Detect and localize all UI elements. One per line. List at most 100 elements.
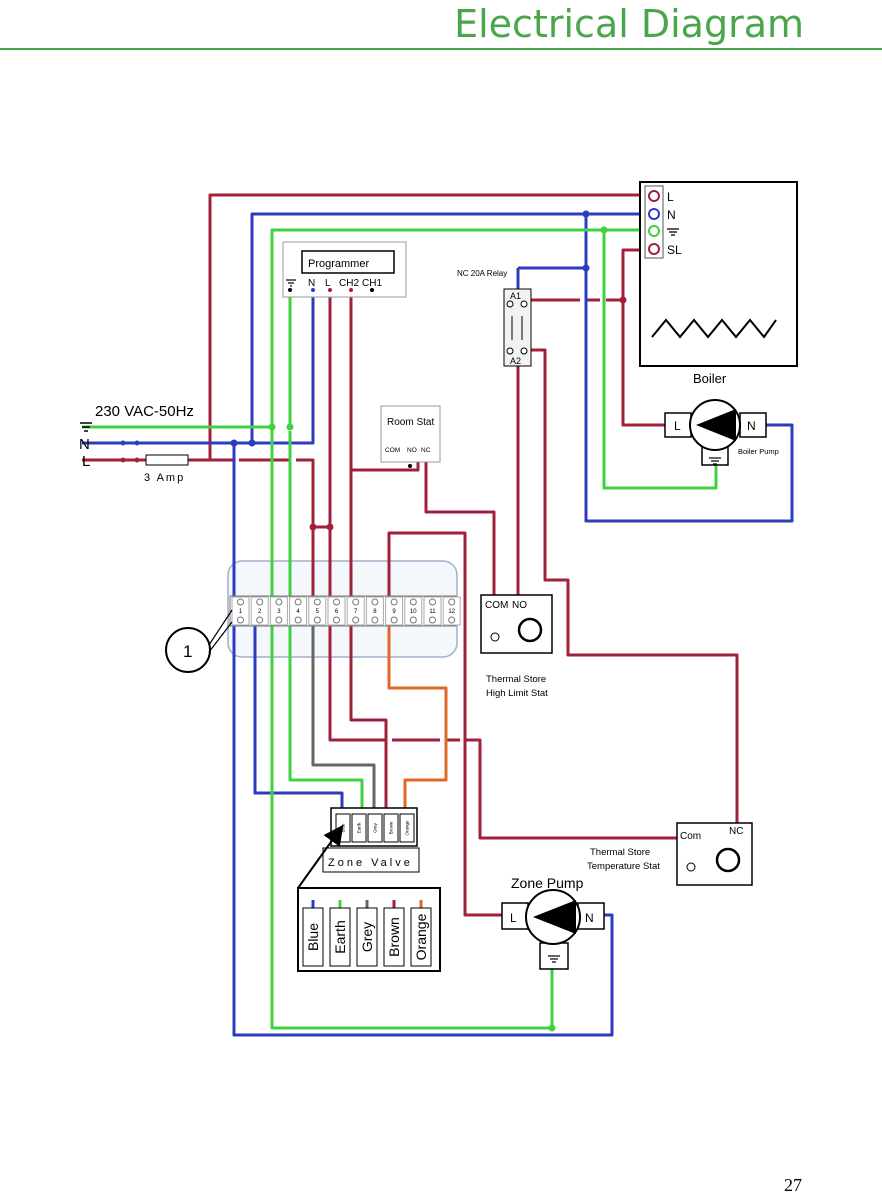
terminal-screw-icon [371,598,379,606]
terminal-screw-icon [371,616,379,624]
terminal-screw-icon [313,616,321,624]
boiler-pump-n: N [747,419,756,433]
boiler: L N SL [639,181,798,367]
terminal-cell [442,596,461,626]
boiler-terminal-n: N [667,208,676,222]
temperature-stat-com: Com [680,831,701,842]
wire-label: Orange [405,820,410,836]
terminal-cell [308,596,327,626]
bus-junctions [230,210,627,1032]
terminal-screw-icon [448,616,456,624]
wire-label: Orange [413,913,429,960]
supply-label: 230 VAC-50Hz [95,403,194,420]
terminal-screw-icon [294,616,302,624]
boiler-terminal-sl: SL [667,243,682,257]
wire-cell [356,907,378,967]
zone-pump: Zone Pump L N [501,875,605,970]
terminal-screw-icon [275,598,283,606]
high-limit-line2: High Limit Stat [486,688,548,699]
boiler-pump: L N Boiler Pump [664,399,779,466]
terminal-number: 8 [373,609,377,615]
orange-wire [387,610,448,823]
temperature-stat-nc: NC [729,826,743,837]
wire-label: Earth [332,920,348,953]
earth-symbol-icon [80,422,92,432]
high-limit-line1: Thermal Store [486,674,546,685]
terminal-number: 3 [277,609,281,615]
header-rule [0,48,882,50]
terminal-screw-icon [275,616,283,624]
terminal-number: 9 [392,609,396,615]
terminal-screw-icon [333,598,340,606]
wire-cell [383,813,399,843]
programmer-terminal-ch2: CH2 [339,278,359,289]
terminal-number: 10 [410,609,417,615]
terminal-cell [289,596,308,626]
page-number: 27 [784,1175,802,1195]
room-stat-title: Room Stat [387,417,434,428]
zone-pump-icon [533,900,576,934]
fuse-label: 3 Amp [144,472,185,484]
terminal-screw-icon [390,598,398,606]
relay: NC 20A Relay A1 A2 [457,269,532,367]
wire-cell [383,907,405,967]
zone-pump-n: N [585,911,594,925]
supply-section: 230 VAC-50Hz N L 3 Amp [79,403,194,484]
fuse [145,454,189,466]
wire-label: Brown [389,821,394,834]
terminal-screw-icon [256,598,264,606]
terminal-cell [250,596,269,626]
relay-label: NC 20A Relay [457,269,507,278]
terminal-screw-icon [429,616,436,624]
zone-valve-label: Zone Valve [328,857,413,869]
boiler-pump-label: Boiler Pump [738,447,779,456]
terminal-cell [346,596,365,626]
terminal-screw-icon [390,616,398,624]
room-stat-no: NO [407,447,417,454]
terminal-cell [404,596,423,626]
grey-wire [311,610,376,823]
terminal-number: 7 [354,609,358,615]
heating-element-icon [651,318,777,339]
terminal-screw-icon [409,598,417,606]
wire-label: Blue [341,823,346,833]
programmer-title: Programmer [308,258,369,270]
neutral-label: N [79,436,90,453]
zone-pump-l: L [510,911,517,925]
boiler-title: Boiler [693,371,727,386]
high-limit-no: NO [512,600,527,611]
terminal-screw-icon [429,598,436,606]
terminal-screw-icon [237,598,244,606]
live-wires [82,193,739,917]
temperature-stat: Com NC Thermal Store Temperature Stat [587,822,753,886]
programmer-terminal-l: L [325,278,331,289]
wire-label: Blue [305,923,321,951]
room-stat-nc: NC [421,447,431,454]
wire-cell [367,813,383,843]
terminal-cell [327,596,346,626]
wire-cell [410,907,432,967]
terminal-screw-icon [333,616,340,624]
programmer-terminal-n: N [308,278,315,289]
terminal-screw-icon [352,616,360,624]
pump-icon [696,409,736,441]
terminal-cell [269,596,288,626]
live-label: L [82,453,90,470]
terminal-screw-icon [409,616,417,624]
boiler-terminal-l: L [667,190,674,204]
terminal-screw-icon [313,598,321,606]
wire-label: Earth [357,822,362,833]
room-stat: Room Stat COM NO NC [380,405,441,468]
callout-number: 1 [183,642,192,661]
wire-cell [329,907,351,967]
terminal-screw-icon [294,598,302,606]
terminal-cell [385,596,404,626]
relay-a1: A1 [510,291,521,301]
relay-a2: A2 [510,356,521,366]
wire-label: Grey [373,822,378,833]
page-title: Electrical Diagram [454,2,804,46]
boiler-pump-l: L [674,419,681,433]
terminal-screw-icon [448,598,456,606]
